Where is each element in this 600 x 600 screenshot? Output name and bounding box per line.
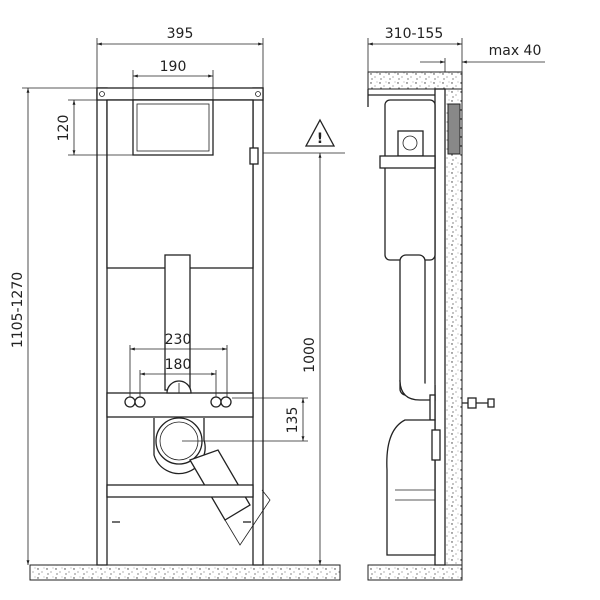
side-cistern — [384, 99, 436, 261]
front-frame — [96, 87, 271, 566]
wall-thickness-label: max 40 — [489, 43, 542, 59]
floor-side — [367, 564, 463, 581]
flush-plate-opening — [132, 99, 214, 156]
flush-height-label: 1000 — [302, 337, 318, 373]
depth-label: 310-155 — [385, 26, 444, 42]
dimension-180: 180 — [139, 357, 217, 397]
flush-pipe — [164, 254, 191, 391]
warning-icon-label: ! — [317, 131, 323, 147]
dimension-230: 230 — [129, 332, 228, 397]
mounting-studs — [124, 396, 232, 408]
side-bowl-connector — [386, 419, 436, 556]
total-height-label: 1105-1270 — [10, 272, 26, 348]
warning-triangle-icon — [304, 118, 336, 147]
dimension-135: 135 — [182, 397, 308, 442]
side-view — [367, 71, 495, 566]
dimension-190: 190 — [132, 59, 214, 100]
plate-height-label: 120 — [56, 115, 72, 142]
dimension-total-height: 1105-1270 — [10, 87, 97, 565]
dimension-395: 395 — [96, 26, 264, 88]
drain-offset-label: 135 — [285, 407, 301, 434]
dimension-120: 120 — [56, 99, 133, 156]
stud-inner-label: 180 — [165, 357, 192, 373]
wall-panel — [447, 103, 461, 155]
side-flush-pipe — [399, 254, 426, 396]
frame-post — [434, 88, 446, 566]
warning-marker: ! — [263, 118, 345, 154]
width-label: 395 — [167, 26, 194, 42]
dimension-310-155: 310-155 — [367, 26, 463, 72]
stud-outer-label: 230 — [165, 332, 192, 348]
dimension-1000: 1000 — [302, 152, 322, 565]
lower-crossbar — [106, 484, 254, 498]
dimension-max-40: max 40 — [420, 43, 545, 72]
floor-front — [29, 564, 341, 581]
ceiling-slab — [367, 71, 463, 90]
plate-width-label: 190 — [160, 59, 187, 75]
wall — [444, 88, 463, 566]
